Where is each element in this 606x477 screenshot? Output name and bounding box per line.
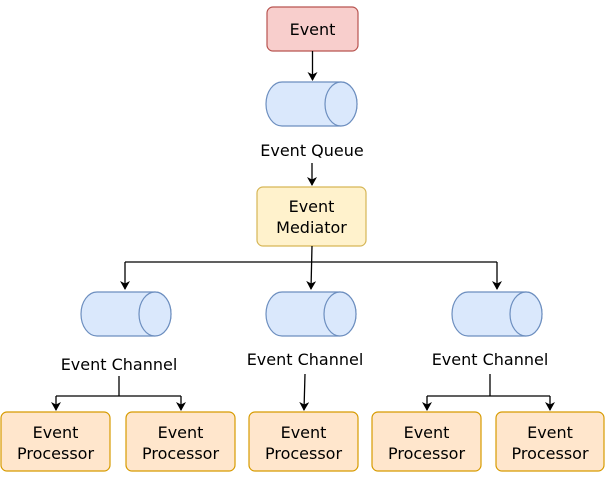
processor-3-line2: Processor [265,444,342,463]
mediator-label-line1: Event [289,197,335,216]
processor-1-line2: Processor [17,444,94,463]
processor-2-line2: Processor [142,444,219,463]
channel-cylinder-right [451,291,543,337]
channel-cylinder-middle [265,291,357,337]
processor-1-line1: Event [33,423,79,442]
event-processor-1: Event Processor [0,411,111,472]
event-node: Event [266,6,359,52]
processor-2-line1: Event [158,423,204,442]
processor-5-line2: Processor [511,444,588,463]
event-processor-5: Event Processor [495,411,605,472]
mediator-label-line2: Mediator [276,218,347,237]
edge-left-channel-to-processors [51,376,186,411]
processor-4-line1: Event [404,423,450,442]
event-label: Event [290,20,336,39]
event-queue-label: Event Queue [260,141,363,160]
processor-5-line1: Event [527,423,573,442]
event-queue-cylinder [265,81,358,127]
edge-mediator-to-channels [120,245,502,290]
channel-cylinder-left [80,291,172,337]
event-processor-2: Event Processor [125,411,236,472]
channel-label-left: Event Channel [61,355,178,374]
event-processor-4: Event Processor [371,411,482,472]
event-processor-3: Event Processor [248,411,359,472]
edge-right-channel-to-processors [422,374,555,411]
event-mediator-node: Event Mediator [256,186,367,247]
channel-label-middle: Event Channel [247,350,364,369]
edge-middle-channel-to-processor [299,373,310,411]
processor-3-line1: Event [281,423,327,442]
processor-4-line2: Processor [388,444,465,463]
channel-label-right: Event Channel [432,350,549,369]
